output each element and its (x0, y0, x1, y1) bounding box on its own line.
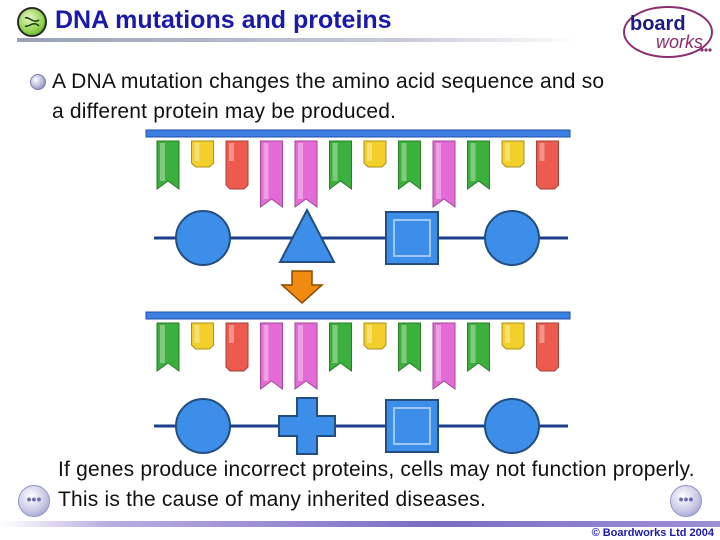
base-flag (225, 322, 249, 372)
base-flag (536, 140, 559, 190)
dna-icon (17, 7, 47, 37)
base-flag (260, 322, 283, 390)
down-arrow-icon (280, 270, 324, 305)
dna-strand-original (145, 129, 571, 208)
note-text: If genes produce incorrect proteins, cel… (58, 458, 695, 511)
base-flag (467, 322, 490, 372)
page-title: DNA mutations and proteins (55, 6, 392, 34)
next-slide-button[interactable]: ••• (670, 485, 702, 517)
base-flag (329, 322, 352, 372)
boardworks-logo: board works (623, 6, 713, 58)
dna-strand-mutated (145, 311, 571, 390)
dna-backbone (145, 129, 571, 138)
base-flag (225, 140, 249, 190)
mutation-diagram (145, 129, 571, 455)
title-divider (17, 38, 577, 42)
amino-acid-circle (175, 210, 231, 266)
protein-original (154, 207, 568, 266)
logo-text-works: works (656, 32, 703, 52)
base-flag (191, 322, 214, 350)
base-flag (156, 140, 180, 190)
footer-divider (0, 521, 720, 527)
base-flag (432, 322, 456, 390)
copyright-text: © Boardworks Ltd 2004 (591, 527, 714, 539)
intro-text: A DNA mutation changes the amino acid se… (52, 70, 605, 123)
base-flag (398, 322, 421, 372)
previous-slide-button[interactable]: ••• (18, 485, 50, 517)
base-flag (467, 140, 490, 190)
bullet-icon (30, 74, 46, 90)
base-flag (501, 140, 525, 168)
amino-acid-cross (278, 397, 336, 455)
amino-acid-circle (484, 398, 540, 454)
base-flag (501, 322, 525, 350)
base-flag (191, 140, 214, 168)
base-flag (294, 140, 318, 208)
base-flag (398, 140, 421, 190)
base-flag (536, 322, 559, 372)
logo-text-board: board (630, 13, 686, 35)
dna-backbone (145, 311, 571, 320)
amino-acid-circle (175, 398, 231, 454)
protein-mutated (154, 397, 568, 455)
base-flag (432, 140, 456, 208)
base-flag (363, 140, 387, 168)
base-flag (329, 140, 352, 190)
base-flag (156, 322, 180, 372)
base-flag (260, 140, 283, 208)
amino-acid-circle (484, 210, 540, 266)
amino-acid-triangle (278, 207, 336, 263)
base-flag (363, 322, 387, 350)
base-flag (294, 322, 318, 390)
